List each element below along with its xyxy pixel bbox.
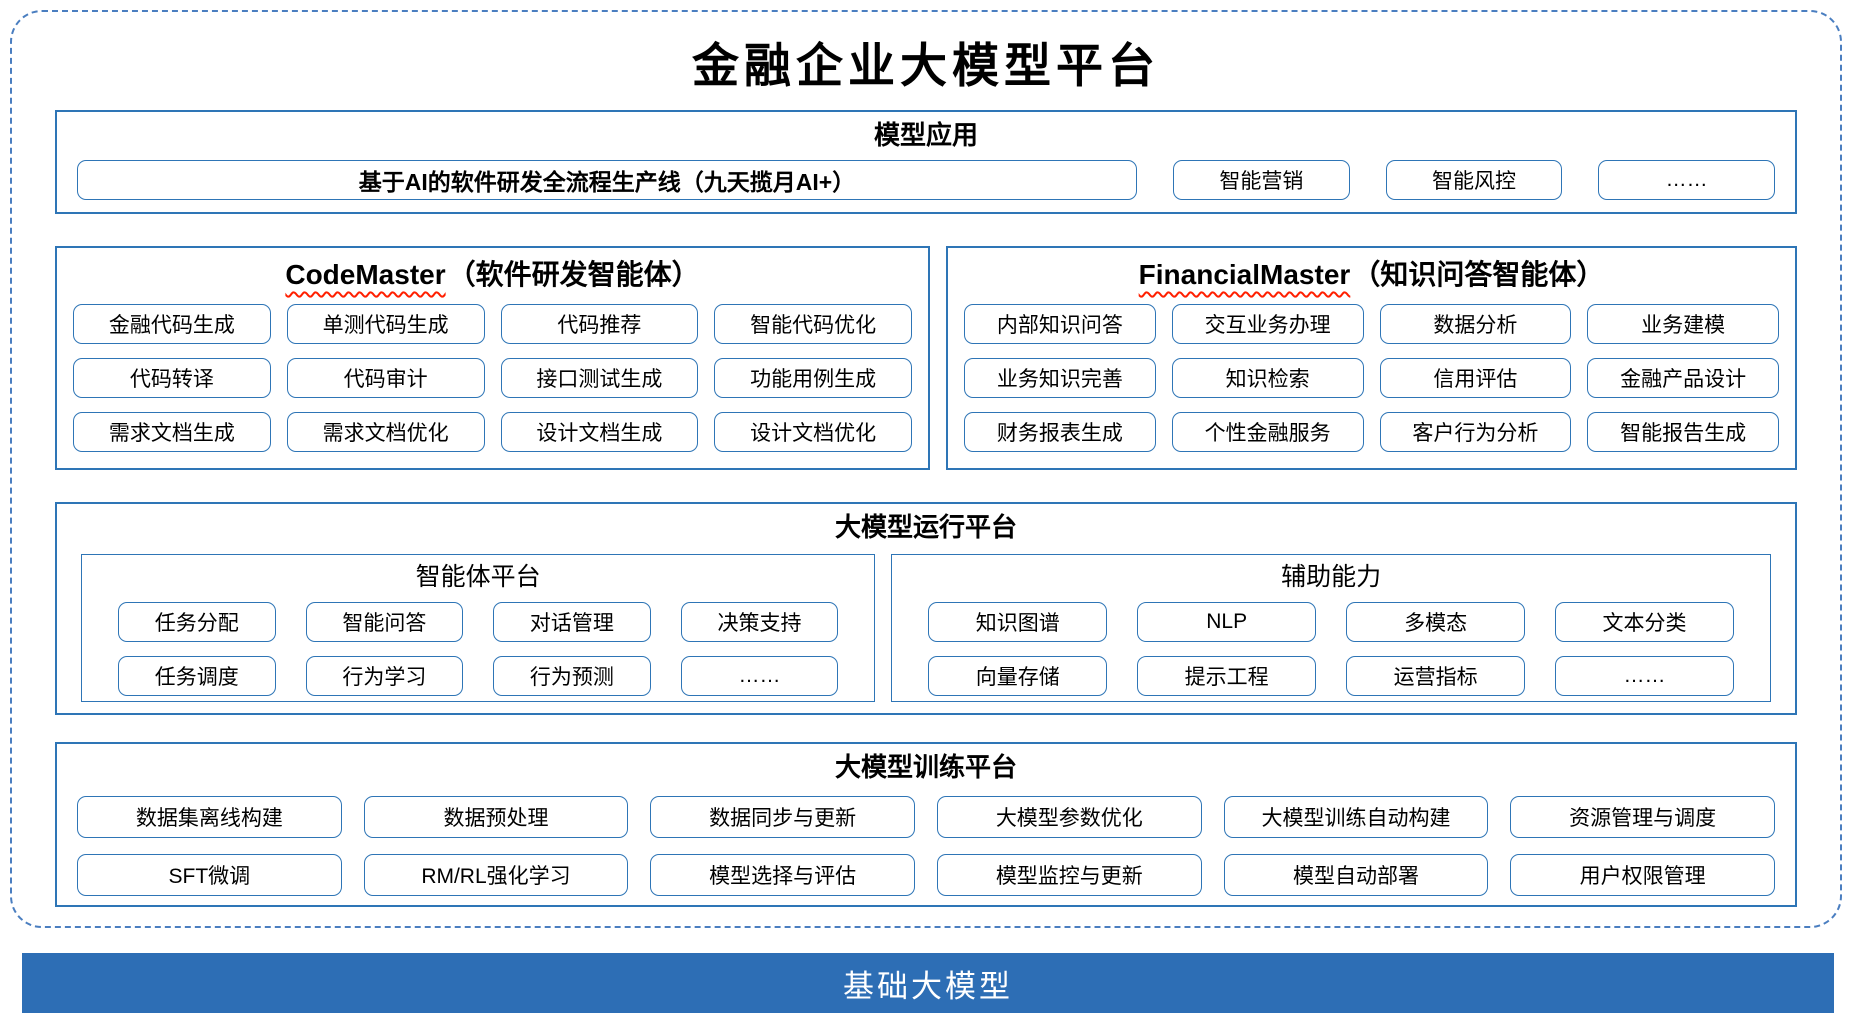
capability-box: 模型监控与更新 (936, 854, 1202, 896)
capability-box: 数据同步与更新 (650, 796, 915, 838)
agent-platform-title: 智能体平台 (415, 563, 541, 591)
capability-box: 代码转译 (73, 358, 271, 398)
capability-box: 任务分配 (118, 602, 276, 642)
capability-box: 决策支持 (680, 602, 839, 642)
capability-box: 用户权限管理 (1510, 854, 1775, 896)
aux-capabilities-grid: 知识图谱 NLP 多模态 文本分类 向量存储 提示工程 运营指标 …… (922, 602, 1740, 696)
group-aux-capabilities: 辅助能力 知识图谱 NLP 多模态 文本分类 向量存储 提示工程 运营指标 …… (891, 554, 1771, 702)
capability-box: SFT微调 (77, 854, 342, 896)
codemaster-title: CodeMaster（软件研发智能体） (73, 256, 912, 294)
training-platform-title: 大模型训练平台 (834, 752, 1017, 782)
capability-box: 需求文档优化 (286, 412, 485, 452)
capability-box: 业务建模 (1587, 304, 1779, 344)
section-runtime-platform: 大模型运行平台 智能体平台 任务分配 智能问答 对话管理 决策支持 任务调度 行… (55, 502, 1797, 715)
capability-box: 数据分析 (1379, 304, 1572, 344)
section-training-platform: 大模型训练平台 数据集离线构建 数据预处理 数据同步与更新 大模型参数优化 大模… (55, 742, 1797, 907)
capability-box: 财务报表生成 (964, 412, 1156, 452)
capability-box: 业务知识完善 (964, 358, 1156, 398)
capability-box: 接口测试生成 (500, 358, 699, 398)
section-codemaster: CodeMaster（软件研发智能体） 金融代码生成 单测代码生成 代码推荐 智… (55, 246, 930, 470)
capability-box: 内部知识问答 (964, 304, 1156, 344)
capability-box: 运营指标 (1346, 656, 1526, 696)
codemaster-name: CodeMaster (285, 259, 446, 290)
agent-platform-grid: 任务分配 智能问答 对话管理 决策支持 任务调度 行为学习 行为预测 …… (112, 602, 844, 696)
runtime-row: 智能体平台 任务分配 智能问答 对话管理 决策支持 任务调度 行为学习 行为预测… (81, 554, 1771, 702)
capability-box: 智能报告生成 (1587, 412, 1779, 452)
capability-box: …… (1598, 160, 1776, 200)
codemaster-grid: 金融代码生成 单测代码生成 代码推荐 智能代码优化 代码转译 代码审计 接口测试… (73, 304, 912, 452)
foundation-model-label: 基础大模型 (843, 968, 1013, 1004)
capability-box: …… (680, 656, 839, 696)
aux-capabilities-title: 辅助能力 (1281, 563, 1382, 591)
capability-box: 单测代码生成 (286, 304, 485, 344)
capability-box: 交互业务办理 (1171, 304, 1364, 344)
model-applications-row: 基于AI的软件研发全流程生产线（九天揽月AI+） 智能营销 智能风控 …… (77, 160, 1776, 200)
pipeline-box: 基于AI的软件研发全流程生产线（九天揽月AI+） (77, 160, 1137, 200)
capability-box: 功能用例生成 (714, 358, 912, 398)
capability-box: 代码审计 (286, 358, 485, 398)
capability-box: 智能代码优化 (714, 304, 912, 344)
capability-box: 大模型训练自动构建 (1223, 796, 1489, 838)
model-applications-title: 模型应用 (873, 120, 978, 150)
capability-box: 金融产品设计 (1587, 358, 1779, 398)
capability-box: 个性金融服务 (1171, 412, 1364, 452)
codemaster-subtitle: （软件研发智能体） (447, 259, 700, 290)
foundation-model-bar: 基础大模型 (22, 953, 1834, 1013)
runtime-platform-title: 大模型运行平台 (834, 512, 1017, 542)
capability-box: 知识检索 (1171, 358, 1364, 398)
capability-box: 向量存储 (928, 656, 1108, 696)
financialmaster-subtitle: （知识问答智能体） (1352, 259, 1605, 290)
capability-box: 模型选择与评估 (650, 854, 915, 896)
section-model-applications: 模型应用 基于AI的软件研发全流程生产线（九天揽月AI+） 智能营销 智能风控 … (55, 110, 1797, 214)
agents-row: CodeMaster（软件研发智能体） 金融代码生成 单测代码生成 代码推荐 智… (55, 246, 1797, 470)
capability-box: 模型自动部署 (1223, 854, 1489, 896)
capability-box: NLP (1137, 602, 1317, 642)
capability-box: 设计文档优化 (714, 412, 912, 452)
capability-box: 知识图谱 (928, 602, 1108, 642)
capability-box: 资源管理与调度 (1510, 796, 1775, 838)
capability-box: 大模型参数优化 (936, 796, 1202, 838)
financialmaster-title: FinancialMaster（知识问答智能体） (964, 256, 1779, 294)
capability-box: 智能风控 (1385, 160, 1563, 200)
capability-box: 信用评估 (1379, 358, 1572, 398)
capability-box: 智能问答 (305, 602, 464, 642)
capability-box: 代码推荐 (500, 304, 699, 344)
capability-box: …… (1555, 656, 1734, 696)
page-title: 金融企业大模型平台 (692, 39, 1160, 94)
financialmaster-grid: 内部知识问答 交互业务办理 数据分析 业务建模 业务知识完善 知识检索 信用评估… (964, 304, 1779, 452)
capability-box: 数据预处理 (363, 796, 629, 838)
group-agent-platform: 智能体平台 任务分配 智能问答 对话管理 决策支持 任务调度 行为学习 行为预测… (81, 554, 876, 702)
capability-box: 提示工程 (1137, 656, 1317, 696)
capability-box: 设计文档生成 (500, 412, 699, 452)
section-financialmaster: FinancialMaster（知识问答智能体） 内部知识问答 交互业务办理 数… (946, 246, 1797, 470)
capability-box: 任务调度 (118, 656, 276, 696)
capability-box: 对话管理 (493, 602, 651, 642)
capability-box: 数据集离线构建 (77, 796, 342, 838)
platform-frame: 金融企业大模型平台 模型应用 基于AI的软件研发全流程生产线（九天揽月AI+） … (10, 10, 1842, 928)
capability-box: 文本分类 (1555, 602, 1734, 642)
capability-box: 行为学习 (305, 656, 464, 696)
capability-box: 行为预测 (493, 656, 651, 696)
capability-box: RM/RL强化学习 (363, 854, 629, 896)
financialmaster-name: FinancialMaster (1138, 259, 1351, 290)
capability-box: 金融代码生成 (73, 304, 271, 344)
capability-box: 需求文档生成 (73, 412, 271, 452)
capability-box: 多模态 (1346, 602, 1526, 642)
capability-box: 智能营销 (1173, 160, 1350, 200)
capability-box: 客户行为分析 (1379, 412, 1572, 452)
training-grid: 数据集离线构建 数据预处理 数据同步与更新 大模型参数优化 大模型训练自动构建 … (77, 796, 1775, 896)
